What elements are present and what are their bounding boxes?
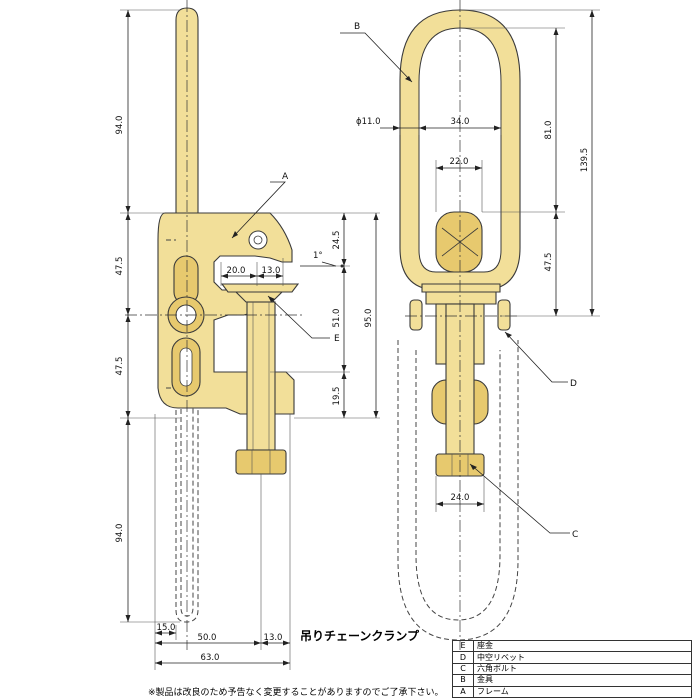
part-symbol: D xyxy=(452,651,474,664)
part-name: フレーム xyxy=(473,685,692,699)
dim-63: 63.0 xyxy=(201,653,220,663)
left-chain-links xyxy=(167,255,205,397)
table-row: E 座金 xyxy=(452,639,692,653)
part-name: 六角ボルト xyxy=(473,662,692,676)
table-row: D 中空リベット xyxy=(452,651,692,664)
dim-47-5-right: 47.5 xyxy=(544,253,554,272)
dim-94-bottom: 94.0 xyxy=(115,524,125,543)
parts-list-table: E 座金 D 中空リベット C 六角ボルト B 金具 A フレーム xyxy=(452,639,692,699)
dim-34: 34.0 xyxy=(451,117,470,127)
part-name: 座金 xyxy=(473,639,692,653)
dim-19-5: 19.5 xyxy=(332,387,342,406)
dim-81: 81.0 xyxy=(544,121,554,140)
left-right-dimensions xyxy=(270,212,380,419)
table-row: B 金具 xyxy=(452,674,692,687)
dim-20: 20.0 xyxy=(227,266,246,276)
left-vertical-dimensions xyxy=(120,9,180,623)
callout-c: C xyxy=(572,530,578,540)
dim-13-bottom: 13.0 xyxy=(264,633,283,643)
dim-22: 22.0 xyxy=(450,157,469,167)
right-lower-loop-ghost xyxy=(397,340,519,641)
dim-angle: 1° xyxy=(313,251,323,261)
dim-15: 15.0 xyxy=(157,623,176,633)
callout-e: E xyxy=(334,334,340,344)
part-symbol: E xyxy=(452,639,474,653)
callout-b: B xyxy=(354,22,360,32)
table-row: C 六角ボルト xyxy=(452,662,692,676)
dim-24: 24.0 xyxy=(451,493,470,503)
dim-51: 51.0 xyxy=(332,309,342,328)
left-bottom-dimensions xyxy=(154,414,291,670)
part-name: 金具 xyxy=(473,674,692,687)
callout-leaders xyxy=(231,32,570,534)
part-symbol: A xyxy=(452,685,474,699)
dim-20-13-lines xyxy=(220,258,284,286)
dim-139-5: 139.5 xyxy=(580,148,590,172)
drawing-title: 吊りチェーンクランプ xyxy=(300,629,420,643)
part-symbol: B xyxy=(452,674,474,687)
callout-a: A xyxy=(282,172,289,182)
left-bolt-assembly xyxy=(220,283,300,475)
part-name: 中空リベット xyxy=(473,651,692,664)
dim-47-5-upper: 47.5 xyxy=(115,257,125,276)
disclaimer-note: ※製品は改良のため予告なく変更することがありますのでご了承下さい。 xyxy=(148,688,444,698)
dim-94-top: 94.0 xyxy=(115,116,125,135)
angle-indicator xyxy=(300,261,344,268)
dim-47-5-lower: 47.5 xyxy=(115,357,125,376)
dim-24-5: 24.5 xyxy=(332,231,342,250)
dim-13-top: 13.0 xyxy=(262,266,281,276)
dim-phi-11: ϕ11.0 xyxy=(356,117,381,127)
part-symbol: C xyxy=(452,662,474,676)
table-row: A フレーム xyxy=(452,685,692,699)
dim-95: 95.0 xyxy=(364,309,374,328)
right-dimensions xyxy=(380,9,600,512)
dim-50: 50.0 xyxy=(198,633,217,643)
callout-d: D xyxy=(570,379,577,389)
